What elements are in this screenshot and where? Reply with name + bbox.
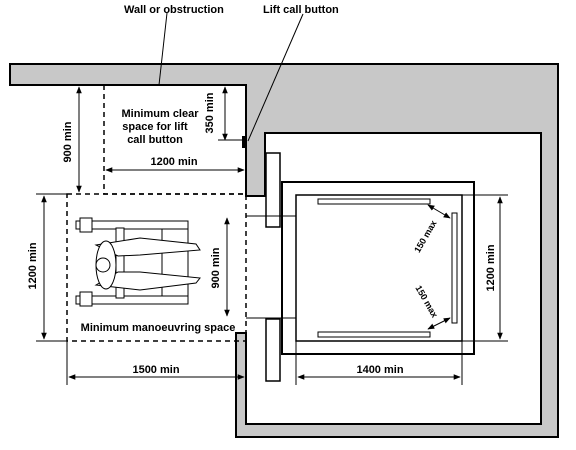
wall-obstruction — [9, 63, 559, 438]
handrail-bottom — [317, 331, 431, 338]
dim-900-mid: 900 min — [210, 247, 222, 288]
lift-car-outer — [281, 181, 475, 355]
lift-call-button-label: Lift call button — [263, 4, 339, 16]
lift-call-button — [242, 136, 246, 148]
dim-150-top: 150 max — [412, 219, 438, 255]
wall-obstruction-label: Wall or obstruction — [124, 4, 224, 16]
manoeuvring-space-boundary — [66, 193, 247, 342]
dim-1400: 1400 min — [356, 364, 403, 376]
wheelchair-user-icon — [75, 217, 201, 307]
lift-door-top — [265, 152, 281, 228]
dim-1200-left: 1200 min — [27, 242, 39, 289]
lift-door-bottom — [265, 318, 281, 382]
dim-1500: 1500 min — [132, 364, 179, 376]
dim-1200-right: 1200 min — [485, 244, 497, 291]
lift-car-inner — [295, 194, 463, 342]
dim-350: 350 min — [204, 92, 216, 133]
handrail-right — [451, 212, 458, 324]
lift-shaft-wall — [245, 132, 542, 425]
clear-space-label-2: space for lift — [122, 121, 188, 133]
clear-space-label-1: Minimum clear — [121, 108, 199, 120]
dim-150-bottom: 150 max — [413, 284, 439, 320]
dim-1200-top: 1200 min — [150, 156, 197, 168]
clear-space-label-3: call button — [127, 134, 183, 146]
dim-900-left: 900 min — [62, 121, 74, 162]
handrail-top — [317, 198, 431, 205]
manoeuvring-space-label: Minimum manoeuvring space — [81, 322, 236, 334]
